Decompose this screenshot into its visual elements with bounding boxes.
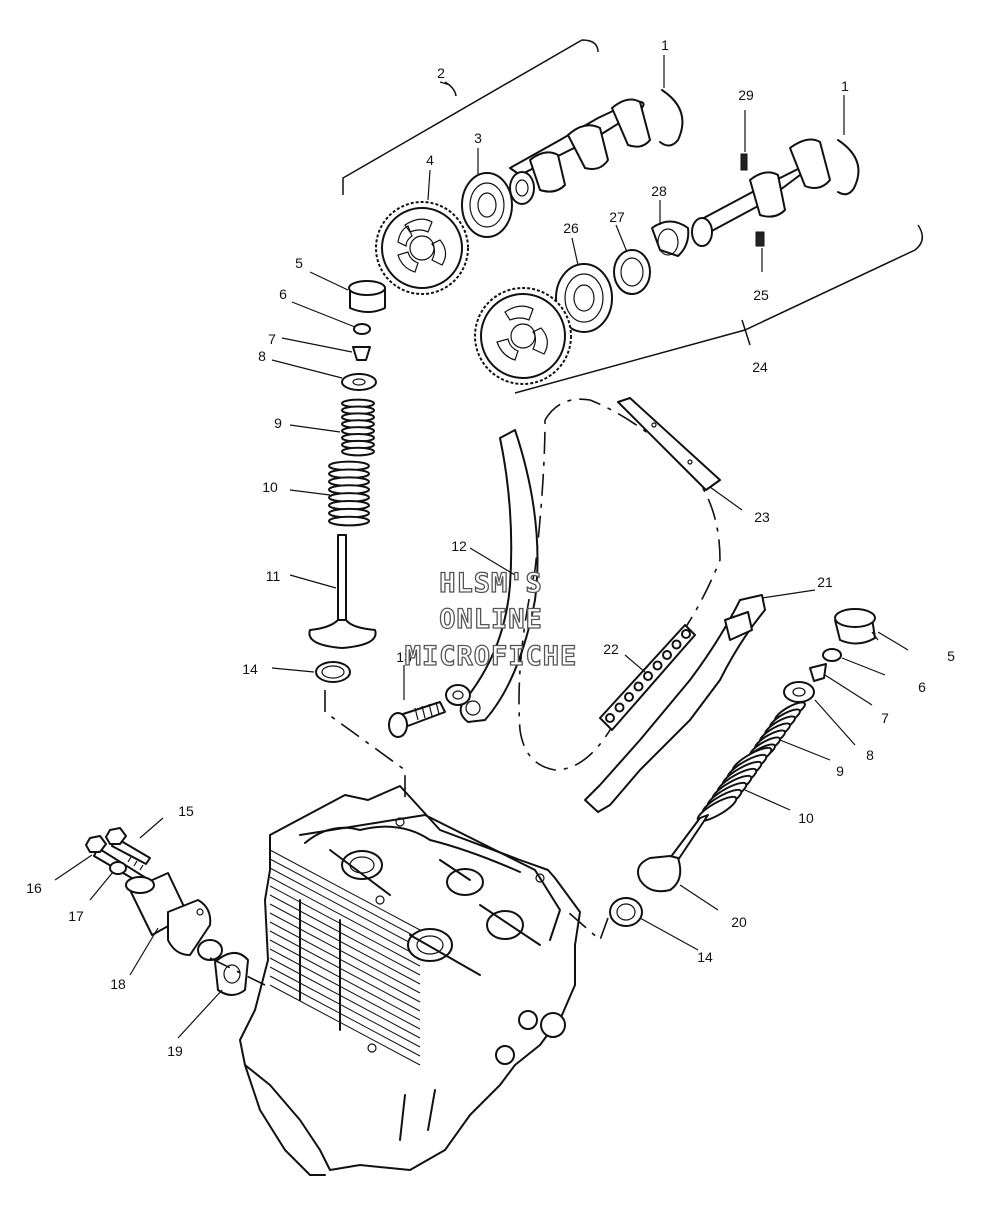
callout-17: 17 xyxy=(68,908,84,924)
callout-28: 28 xyxy=(651,183,667,199)
callout-25: 25 xyxy=(753,287,769,303)
washer-17 xyxy=(109,861,127,875)
callout-7b: 7 xyxy=(881,710,889,726)
watermark-line-3: MICROFICHE xyxy=(405,641,578,672)
chain-guide-12 xyxy=(459,429,539,723)
callout-7a: 7 xyxy=(268,331,276,347)
callout-3: 3 xyxy=(474,130,482,146)
callout-1a: 1 xyxy=(661,37,669,53)
callout-4: 4 xyxy=(426,152,434,168)
outer-spring-10b xyxy=(696,746,773,823)
callout-19: 19 xyxy=(167,1043,183,1059)
watermark-line-2: ONLINE xyxy=(439,604,543,635)
circlip-1a xyxy=(659,89,684,147)
valve-20 xyxy=(637,814,709,893)
callout-2: 2 xyxy=(437,65,445,81)
gasket-19 xyxy=(214,952,249,996)
collar-27 xyxy=(613,249,651,295)
leader-lines xyxy=(54,55,909,1039)
callout-20: 20 xyxy=(731,914,747,930)
callout-14b: 14 xyxy=(697,949,713,965)
outer-spring-10a xyxy=(328,460,370,527)
cam-sprocket-24 xyxy=(474,287,572,385)
callout-29: 29 xyxy=(738,87,754,103)
callout-9a: 9 xyxy=(274,415,282,431)
callout-11: 11 xyxy=(266,568,281,584)
callout-6b: 6 xyxy=(918,679,926,695)
callout-21: 21 xyxy=(817,574,833,590)
callout-16: 16 xyxy=(26,880,42,896)
callout-26: 26 xyxy=(563,220,579,236)
camshaft-left xyxy=(509,98,651,205)
callout-5a: 5 xyxy=(295,255,303,271)
valve-11 xyxy=(308,534,377,649)
chain-guide-23 xyxy=(617,397,721,491)
bearing-3 xyxy=(461,172,513,238)
callout-24: 24 xyxy=(752,359,768,375)
callout-8b: 8 xyxy=(866,747,874,763)
bolt-13 xyxy=(388,684,471,738)
shim-6a xyxy=(353,323,371,335)
bearing-26 xyxy=(555,263,613,333)
retainer-8a xyxy=(341,373,377,391)
tensioner-bolts-15-16 xyxy=(85,827,151,885)
callout-22: 22 xyxy=(603,641,619,657)
callout-13: 13 xyxy=(396,649,412,665)
callout-9b: 9 xyxy=(836,763,844,779)
cam-sprocket-4 xyxy=(375,201,469,295)
watermark-line-1: HLSM'S xyxy=(439,568,543,599)
seal-14b xyxy=(609,897,643,927)
callout-15: 15 xyxy=(178,803,194,819)
keepers-7a xyxy=(352,346,371,361)
callout-labels: 1 1 2 3 4 5 5 6 6 7 7 8 8 9 9 10 10 11 1… xyxy=(26,37,955,1059)
callout-23: 23 xyxy=(754,509,770,525)
callout-10a: 10 xyxy=(262,479,278,495)
tappet-5b xyxy=(834,608,876,645)
keepers-7b xyxy=(809,663,827,682)
retainer-8b xyxy=(783,681,815,703)
inner-spring-9a xyxy=(341,398,375,457)
circlip-1b xyxy=(837,139,860,196)
bracket-24 xyxy=(514,224,924,394)
cylinder-head xyxy=(239,785,581,1176)
callout-14a: 14 xyxy=(242,661,258,677)
watermark: HLSM'S ONLINE MICROFICHE xyxy=(404,567,578,672)
callout-12: 12 xyxy=(451,538,467,554)
seal-14a xyxy=(315,661,351,683)
shim-6b xyxy=(822,648,842,662)
tensioner-body-18 xyxy=(125,872,223,961)
callout-27: 27 xyxy=(609,209,625,225)
callout-1b: 1 xyxy=(841,78,849,94)
decompressor-28 xyxy=(651,220,690,257)
callout-5b: 5 xyxy=(947,648,955,664)
tensioner-blade-21 xyxy=(584,594,766,813)
tensioner-slipper-22 xyxy=(599,624,696,731)
tappet-5a xyxy=(348,280,386,313)
callout-10b: 10 xyxy=(798,810,814,826)
camshaft-right xyxy=(691,138,831,247)
callout-6a: 6 xyxy=(279,286,287,302)
bracket-2 xyxy=(342,39,599,195)
callout-8a: 8 xyxy=(258,348,266,364)
callout-18: 18 xyxy=(110,976,126,992)
